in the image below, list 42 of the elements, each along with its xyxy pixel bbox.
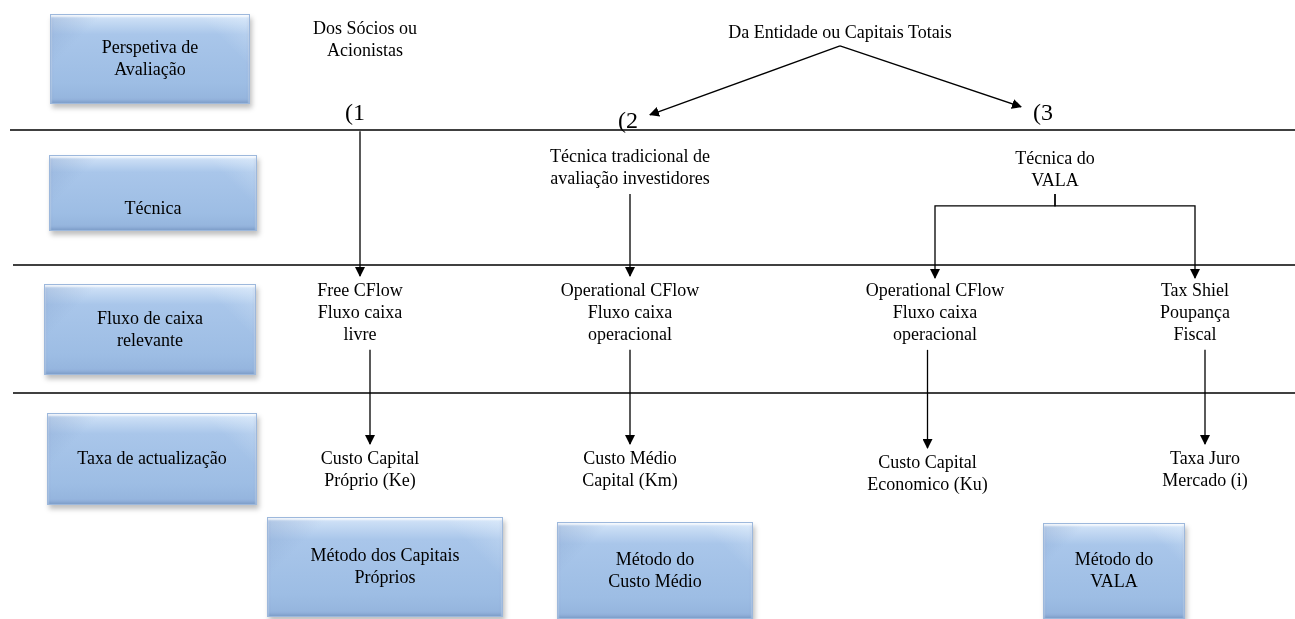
- arrow: [922, 349, 933, 449]
- arrow: [355, 130, 365, 277]
- node-label: Poupança Fiscal: [1159, 301, 1231, 346]
- box-label: Perspetiva de Avaliação: [100, 37, 200, 81]
- bevel-box: [267, 517, 503, 617]
- box-label: Método do VALA: [1073, 549, 1155, 593]
- node-label: Tax Shiel: [1159, 280, 1231, 302]
- node-label: Operational CFlow: [559, 280, 701, 302]
- arrow: [649, 45, 841, 117]
- node-label: Técnica do VALA: [1014, 148, 1096, 192]
- bevel-box: [49, 155, 257, 231]
- box-label: Técnica: [123, 198, 183, 220]
- bevel-box: [1043, 523, 1185, 619]
- node-label: Fluxo caixa operacional: [586, 301, 674, 346]
- box-label: Fluxo de caixa relevante: [96, 307, 204, 352]
- node-label: Da Entidade ou Capitais Totais: [727, 22, 953, 44]
- node-label: Free CFlow: [316, 280, 404, 302]
- node-label: Dos Sócios ou Acionistas: [312, 18, 418, 62]
- node-label: Custo Médio Capital (Km): [581, 448, 679, 492]
- arrow: [839, 45, 1022, 109]
- bevel-box: [47, 413, 257, 505]
- arrow: [625, 193, 635, 277]
- box-label: Taxa de actualização: [77, 448, 227, 470]
- node-label: Técnica tradicional de avaliação investidores: [549, 146, 711, 190]
- arrow: [625, 349, 635, 445]
- node-label: Taxa Juro Mercado (i): [1161, 448, 1249, 492]
- arrow: [365, 349, 375, 445]
- node-label: (2: [617, 106, 639, 135]
- arrow: [1200, 349, 1210, 445]
- node-label: Fluxo caixa livre: [316, 301, 404, 346]
- bevel-box: [44, 284, 256, 375]
- node-label: (3: [1032, 98, 1054, 127]
- node-label: Custo Capital Próprio (Ke): [319, 448, 421, 492]
- bevel-box: [50, 14, 250, 104]
- node-label: (1: [344, 98, 366, 127]
- node-label: Fluxo caixa operacional: [891, 301, 979, 346]
- box-label: Método dos Capitais Próprios: [309, 545, 461, 589]
- node-label: Custo Capital Economico (Ku): [866, 452, 989, 496]
- node-label: Operational CFlow: [864, 280, 1006, 302]
- arrow: [1054, 193, 1200, 279]
- box-label: Método do Custo Médio: [607, 548, 703, 593]
- bevel-box: [557, 522, 753, 619]
